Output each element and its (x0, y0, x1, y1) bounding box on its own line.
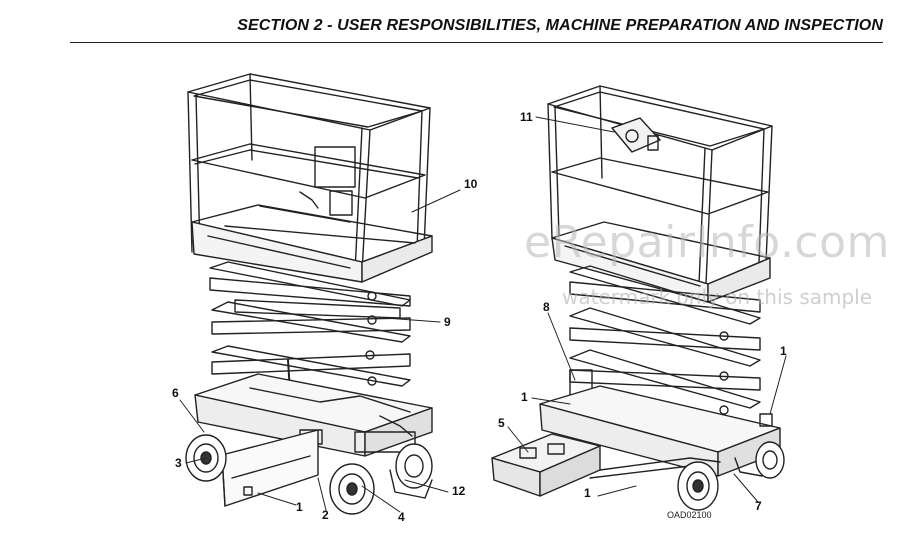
left-chassis (185, 373, 433, 515)
right-machine (491, 85, 787, 511)
callout-number: 9 (444, 315, 451, 329)
callout-number: 7 (755, 499, 762, 513)
left-leader-lines (179, 189, 461, 513)
callout-number: 1 (584, 486, 591, 500)
callout-number: 3 (175, 456, 182, 470)
callout-number: 8 (543, 300, 550, 314)
section-title: SECTION 2 - USER RESPONSIBILITIES, MACHI… (237, 17, 883, 34)
scissor-lift-drawing (179, 73, 787, 515)
callout-number: 1 (521, 390, 528, 404)
watermark-site: eRepairInfo.com (524, 217, 890, 268)
callout-number: 12 (452, 484, 466, 498)
drawing-code: OAD02100 (667, 510, 712, 520)
callout-number: 4 (398, 510, 405, 524)
header-rule (70, 42, 883, 43)
right-guardrail (547, 85, 773, 285)
left-platform (191, 204, 433, 283)
callout-number: 1 (296, 500, 303, 514)
left-machine (179, 73, 461, 515)
left-guardrail (187, 73, 431, 273)
right-chassis (491, 385, 785, 511)
page-header: SECTION 2 - USER RESPONSIBILITIES, MACHI… (0, 0, 921, 45)
watermark-notice: watermark only on this sample (562, 285, 873, 309)
right-platform (551, 221, 771, 303)
scissor-lift-figure: 10 9 6 3 1 2 4 12 11 8 1 5 1 1 7 OAD0210… (0, 45, 921, 533)
left-scissor-stack (209, 261, 411, 393)
callout-number: 2 (322, 508, 329, 522)
right-leader-lines (507, 116, 787, 503)
right-scissor-stack (569, 265, 761, 415)
callout-number: 11 (520, 110, 533, 124)
callout-number: 10 (464, 177, 478, 191)
callout-number: 1 (780, 344, 787, 358)
callout-number: 5 (498, 416, 505, 430)
callout-number: 6 (172, 386, 179, 400)
